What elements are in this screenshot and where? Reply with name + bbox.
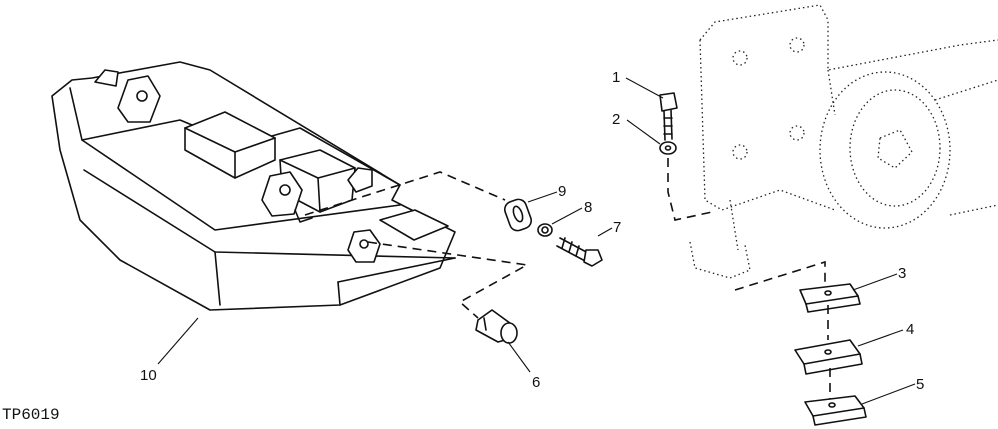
- part-6-bushing: [475, 309, 518, 344]
- callout-6: 6: [532, 374, 540, 391]
- part-7-bolt: [556, 237, 603, 267]
- callout-1: 1: [612, 69, 620, 86]
- callout-8: 8: [584, 199, 592, 216]
- machine-frame-outline: [689, 4, 998, 279]
- callout-labels: 1 2 3 4 5 6 7 8 9 10: [140, 69, 924, 393]
- counterweight-drawing: [51, 61, 456, 311]
- callout-3: 3: [898, 265, 906, 282]
- callout-10: 10: [140, 367, 157, 384]
- callout-leaders: [157, 77, 916, 405]
- part-9-clip: [503, 198, 533, 232]
- callout-5: 5: [916, 376, 924, 393]
- figure-id: TP6019: [2, 406, 60, 424]
- assembly-dashed-lines: [304, 158, 831, 400]
- callout-2: 2: [612, 111, 620, 128]
- callout-9: 9: [558, 183, 566, 200]
- callout-7: 7: [613, 219, 621, 236]
- part-1-cap-screw: [659, 92, 678, 141]
- part-2-washer: [659, 141, 677, 155]
- part-5-shim: [804, 395, 867, 426]
- callout-4: 4: [906, 321, 914, 338]
- part-3-shim: [799, 283, 861, 313]
- part-8-washer: [537, 223, 553, 237]
- part-4-shim: [794, 339, 863, 375]
